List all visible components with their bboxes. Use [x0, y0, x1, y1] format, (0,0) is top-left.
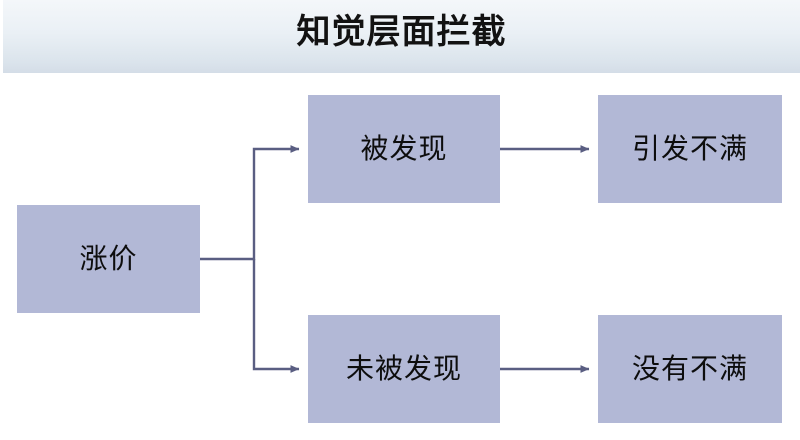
node-no-complaint[interactable]: 没有不满: [598, 315, 782, 423]
edge-price-increase-to-discovered: [200, 145, 300, 261]
node-undiscovered-label: 未被发现: [345, 352, 462, 385]
node-undiscovered[interactable]: 未被发现: [308, 315, 500, 423]
slide-header-band: 知觉层面拦截: [3, 0, 800, 73]
node-price-increase[interactable]: 涨价: [17, 205, 200, 313]
page-title: 知觉层面拦截: [296, 12, 507, 52]
node-dissatisfied-label: 引发不满: [631, 132, 748, 165]
node-discovered[interactable]: 被发现: [308, 95, 500, 203]
diagram-canvas: 涨价 被发现 引发不满 未被发现 没有不满: [0, 73, 800, 440]
node-no-complaint-label: 没有不满: [631, 352, 748, 385]
node-price-increase-label: 涨价: [79, 242, 138, 275]
node-discovered-label: 被发现: [360, 132, 448, 165]
node-dissatisfied[interactable]: 引发不满: [598, 95, 782, 203]
edge-price-increase-to-undiscovered: [252, 259, 300, 373]
